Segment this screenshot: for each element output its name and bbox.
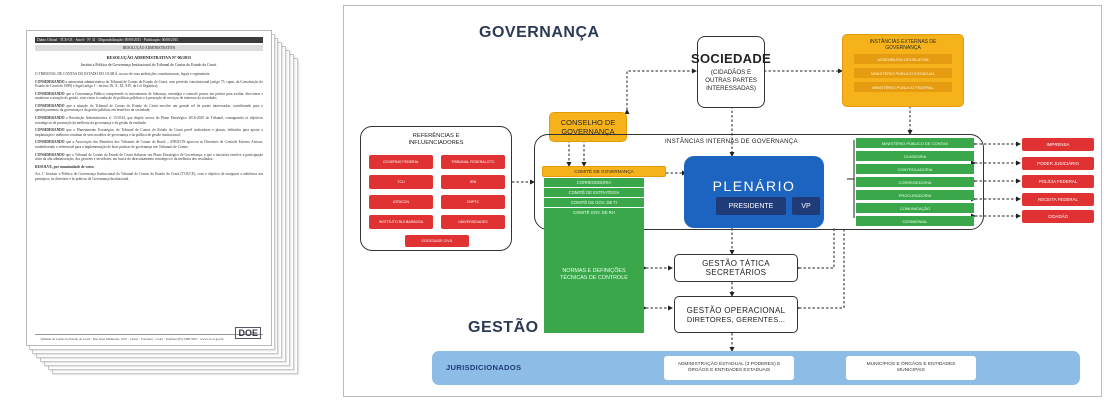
document-intro: O TRIBUNAL DE CONTAS DO ESTADO DO CEARÁ,…	[35, 71, 211, 76]
considerando-paragraph: CONSIDERANDO que o Planejamento Estratég…	[35, 128, 263, 137]
gestao-tatica-box: GESTÃO TÁTICA SECRETÁRIOS	[674, 254, 798, 282]
considerando-paragraph: CONSIDERANDO que a Governança Pública co…	[35, 91, 263, 101]
administracao-estadual-box: ADMINISTRAÇÃO ESTADUAL (3 PODERES) E ÓRG…	[664, 356, 794, 380]
comite-governanca-box: COMITÊ DE GOVERNANÇA	[542, 166, 666, 177]
vp-box: VP	[792, 197, 820, 215]
normas-box: NORMAS E DEFINIÇÕES TÉCNICAS DE CONTROLE	[544, 217, 644, 333]
referencia-item: ATRICON	[369, 195, 433, 209]
green-bar: COMITÊ GOV. DE RH	[544, 207, 644, 217]
referencia-item: CNPTC	[441, 195, 505, 209]
externo-item: CIDADÃO	[1022, 210, 1094, 223]
instancias-externas-box: INSTÂNCIAS EXTERNAS DE GOVERNANÇA ASSEMB…	[842, 34, 964, 107]
governanca-heading: GOVERNANÇA	[479, 24, 600, 41]
gestao-operacional-box: GESTÃO OPERACIONAL DIRETORES, GERENTES..…	[674, 296, 798, 333]
referencias-title: REFERÊNCIAS E INFLUENCIADORES	[408, 133, 464, 147]
resolve-line: RESOLVE, por unanimidade de votos:	[35, 164, 95, 169]
document-footer: Tribunal de Contas do Estado do Ceará · …	[35, 333, 263, 341]
governance-diagram: GOVERNANÇA GESTÃO SOCIEDADE (CIDADÃOS E …	[343, 5, 1102, 397]
externo-item: PODER JUDICIÁRIO	[1022, 157, 1094, 170]
article-text: Art. 1º Instituir a Política de Governan…	[35, 172, 263, 182]
considerando-paragraph: CONSIDERANDO a autonomia administrativa …	[35, 79, 263, 89]
sociedade-box: SOCIEDADE (CIDADÃOS E OUTRAS PARTES INTE…	[691, 36, 771, 108]
document-page: Diário Oficial · TCE-CE · Ano 6 · Nº 31 …	[26, 30, 272, 346]
referencia-item: UNIVERSIDADES	[441, 215, 505, 229]
interna-item: PROCURADORIA	[856, 190, 974, 200]
referencia-item: TRIBUNAL FEDERAL ETC	[441, 155, 505, 169]
considerando-paragraph: CONSIDERANDO a Resolução Administrativa …	[35, 116, 263, 125]
gestao-tatica-title: GESTÃO TÁTICA	[702, 259, 770, 268]
externa-item: ASSEMBLEIA LEGISLATIVA	[854, 54, 952, 64]
referencia-item: TCU	[369, 175, 433, 189]
referencias-box: REFERÊNCIAS E INFLUENCIADORES GOVERNO FE…	[360, 126, 512, 251]
interna-item: OUVIDORIA	[856, 151, 974, 161]
referencia-item: SOCIEDADE CIVIL	[405, 235, 469, 247]
plenario-title: PLENÁRIO	[712, 178, 796, 194]
jurisdicionados-bar: JURISDICIONADOS ADMINISTRAÇÃO ESTADUAL (…	[432, 351, 1080, 385]
instancias-externas-title: INSTÂNCIAS EXTERNAS DE GOVERNANÇA	[869, 39, 937, 51]
externo-item: POLÍCIA FEDERAL	[1022, 175, 1094, 188]
green-bar: COMITÊ DE GOV. DE TI	[544, 197, 644, 207]
referencia-item: INSTITUTO RUI BARBOSA	[369, 215, 433, 229]
interna-item: MINISTÉRIO PÚBLICO DE CONTAS	[856, 138, 974, 148]
diretores-label: DIRETORES, GERENTES...	[686, 314, 786, 324]
secretarios-label: SECRETÁRIOS	[705, 268, 767, 277]
interna-item: CERIMONIAL	[856, 216, 974, 226]
green-bar: CORREGEDORIA	[544, 177, 644, 187]
referencia-item: IRB	[441, 175, 505, 189]
externo-item: RECEITA FEDERAL	[1022, 193, 1094, 206]
document-subtitle: Institui a Política de Governança Instit…	[81, 63, 217, 67]
considerando-paragraph: CONSIDERANDO que a atuação do Tribunal d…	[35, 103, 263, 113]
jurisdicionados-label: JURISDICIONADOS	[446, 363, 522, 372]
document-header: Diário Oficial · TCE-CE · Ano 6 · Nº 31 …	[35, 37, 263, 43]
interna-item: CONTROLADORIA	[856, 164, 974, 174]
externa-item: MINISTÉRIO PÚBLICO FEDERAL	[854, 82, 952, 92]
document-title: RESOLUÇÃO ADMINISTRATIVA Nº 00/2015	[106, 55, 192, 60]
interna-item: CORREGEDORIA	[856, 177, 974, 187]
sociedade-title: SOCIEDADE	[691, 51, 771, 67]
green-bar: COMITÊ DE ESTRATÉGIA	[544, 187, 644, 197]
instancias-internas-box: INSTÂNCIAS INTERNAS DE GOVERNANÇA	[534, 134, 984, 230]
considerando-paragraph: CONSIDERANDO que o Tribunal de Contas do…	[35, 152, 263, 162]
referencia-item: GOVERNO FEDERAL	[369, 155, 433, 169]
doe-logo: DOE	[235, 327, 261, 339]
sociedade-subtitle: (CIDADÃOS E OUTRAS PARTES INTERESSADAS)	[705, 69, 757, 92]
conselho-governanca-box: CONSELHO DE GOVERNANÇA	[549, 112, 627, 142]
municipios-box: MUNICÍPIOS E ÓRGÃOS E ENTIDADES MUNICIPA…	[846, 356, 976, 380]
considerando-paragraph: CONSIDERANDO que a Associação dos Membro…	[35, 140, 263, 150]
document-band: RESOLUÇÃO ADMINISTRATIVA	[35, 45, 263, 51]
connector-lines	[508, 68, 1021, 352]
externa-item: MINISTÉRIO PÚBLICO ESTADUAL	[854, 68, 952, 78]
presidente-box: PRESIDENTE	[716, 197, 786, 215]
externo-item: IMPRENSA	[1022, 138, 1094, 151]
gestao-operacional-title: GESTÃO OPERACIONAL	[686, 305, 786, 315]
gestao-heading: GESTÃO	[468, 319, 539, 336]
plenario-box: PLENÁRIO	[684, 156, 824, 228]
instancias-internas-title: INSTÂNCIAS INTERNAS DE GOVERNANÇA	[665, 138, 798, 145]
interna-item: COMUNICAÇÃO	[856, 203, 974, 213]
